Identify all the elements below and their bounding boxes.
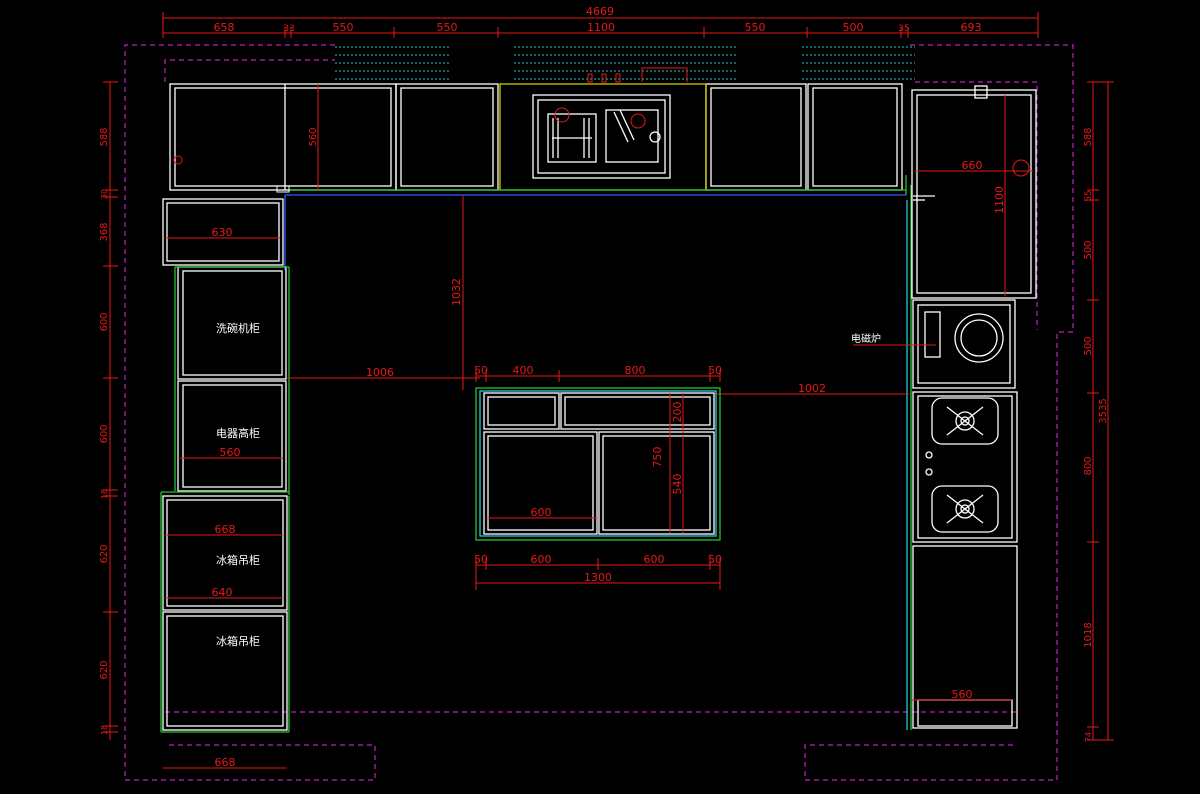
dim-right-2: 500 <box>1083 240 1094 259</box>
dim-island-top-1: 400 <box>513 364 534 377</box>
dim-island-bottom-0: 50 <box>474 553 488 566</box>
top-cabinets <box>169 83 903 191</box>
island-counter <box>475 387 721 541</box>
label-induction-cooker: 电磁炉 <box>851 332 881 345</box>
dim-left-0: 588 <box>99 127 110 146</box>
top-dimensions <box>162 12 1039 38</box>
dim-right-6: 74 <box>1084 732 1093 742</box>
dim-right-1: 55 <box>1084 190 1094 201</box>
dim-1032: 1032 <box>450 278 463 306</box>
label-dishwasher-cabinet: 洗碗机柜 <box>216 321 260 335</box>
induction-cooker-icon <box>924 311 1004 363</box>
dim-top-1: 33 <box>283 24 294 34</box>
handle-icon <box>173 155 183 165</box>
dim-left-8: 18 <box>100 725 109 735</box>
dim-left-4: 600 <box>99 424 110 443</box>
right-cabinets <box>911 85 1037 729</box>
dim-top-total: 4669 <box>586 5 614 18</box>
dim-top-7: 35 <box>898 24 909 34</box>
label-appliance-tall-cabinet: 电器高柜 <box>216 426 260 440</box>
left-dimensions <box>103 81 118 740</box>
gas-stove-icon <box>925 397 999 533</box>
corner-handle-icon <box>1012 159 1030 177</box>
dim-1006: 1006 <box>366 366 394 379</box>
corner-post <box>276 185 290 193</box>
dim-1002: 1002 <box>798 382 826 395</box>
sink-accents <box>554 67 688 129</box>
dim-top-0: 658 <box>214 21 235 34</box>
dim-island-540: 540 <box>671 474 684 495</box>
dim-right-total: 3535 <box>1098 398 1109 423</box>
dim-top-5: 550 <box>745 21 766 34</box>
dim-668: 668 <box>215 523 236 536</box>
dim-wall-depth: 560 <box>308 127 319 146</box>
window-marks <box>335 46 915 80</box>
dim-668-bottom: 668 <box>215 756 236 769</box>
left-green-edges <box>160 266 290 733</box>
dim-island-total: 1300 <box>584 571 612 584</box>
dim-560-right: 560 <box>952 688 973 701</box>
dim-left-6: 620 <box>99 544 110 563</box>
label-fridge-cabinet-1: 冰箱吊柜 <box>216 553 260 567</box>
dim-right-3: 500 <box>1083 336 1094 355</box>
dim-island-bottom-3: 50 <box>708 553 722 566</box>
wall-outline <box>124 44 1074 781</box>
dim-right-4: 800 <box>1083 456 1094 475</box>
dim-top-6: 500 <box>843 21 864 34</box>
dim-top-8: 693 <box>961 21 982 34</box>
dim-island-top-2: 800 <box>625 364 646 377</box>
dim-left-2: 368 <box>99 222 110 241</box>
dim-1100-corner: 1100 <box>993 186 1006 214</box>
dim-left-1: 30 <box>100 189 109 199</box>
dim-630: 630 <box>212 226 233 239</box>
dim-left-3: 600 <box>99 312 110 331</box>
dim-top-4: 1100 <box>587 21 615 34</box>
counter-edge <box>284 175 912 730</box>
dim-right-5: 1018 <box>1083 622 1094 647</box>
dim-top-2: 550 <box>333 21 354 34</box>
sink-icon <box>532 94 671 179</box>
dim-top-3: 550 <box>437 21 458 34</box>
left-cabinets <box>162 198 288 731</box>
dim-island-top-0: 50 <box>474 364 488 377</box>
label-fridge-cabinet-2: 冰箱吊柜 <box>216 634 260 648</box>
dim-island-750: 750 <box>651 447 664 468</box>
dim-left-5: 18 <box>100 489 109 499</box>
dim-island-bottom-1: 600 <box>531 553 552 566</box>
dim-island-200: 200 <box>671 402 684 423</box>
dim-560-left: 560 <box>220 446 241 459</box>
dim-island-600-inner: 600 <box>531 506 552 519</box>
dim-right-0: 588 <box>1083 127 1094 146</box>
dim-660: 660 <box>962 159 983 172</box>
dim-island-bottom-2: 600 <box>644 553 665 566</box>
dim-640: 640 <box>212 586 233 599</box>
dim-island-top-3: 50 <box>708 364 722 377</box>
dim-left-7: 620 <box>99 660 110 679</box>
right-dimensions <box>1087 81 1114 741</box>
